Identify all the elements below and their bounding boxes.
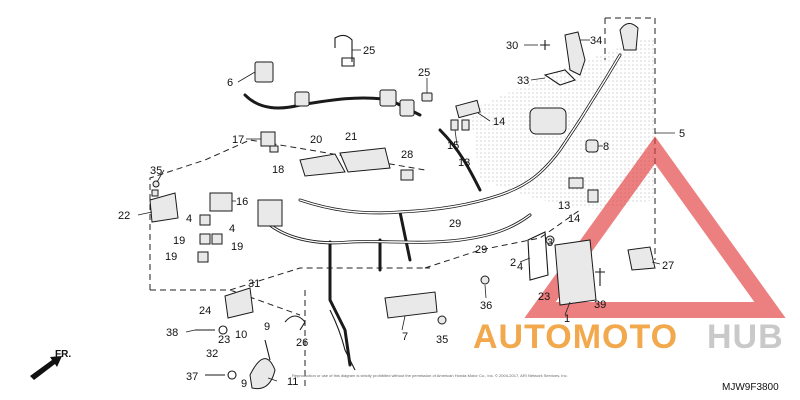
copyright-notice: Reproduction or use of this diagram is s… xyxy=(292,373,568,378)
callout-10[interactable]: 10 xyxy=(235,329,247,341)
callout-18[interactable]: 18 xyxy=(272,164,284,176)
leader-lines xyxy=(137,39,675,382)
callout-25[interactable]: 25 xyxy=(418,67,430,79)
callout-38[interactable]: 38 xyxy=(166,327,178,339)
callout-24[interactable]: 24 xyxy=(199,305,211,317)
watermark-logo: AUTOMOTO HUB xyxy=(473,318,784,356)
callout-4[interactable]: 4 xyxy=(517,261,523,273)
callout-14[interactable]: 14 xyxy=(493,116,505,128)
diagram-code: MJW9F3800 xyxy=(722,382,779,393)
callout-20[interactable]: 20 xyxy=(310,134,322,146)
callout-14[interactable]: 14 xyxy=(568,213,580,225)
callout-35[interactable]: 35 xyxy=(150,165,162,177)
callout-25[interactable]: 25 xyxy=(363,45,375,57)
callout-9[interactable]: 9 xyxy=(264,321,270,333)
callout-6[interactable]: 6 xyxy=(227,77,233,89)
callout-2[interactable]: 2 xyxy=(510,257,516,269)
callout-19[interactable]: 19 xyxy=(173,235,185,247)
watermark-brand-a: AUTOMOTO xyxy=(473,318,678,356)
callout-11[interactable]: 11 xyxy=(287,376,298,388)
callout-13[interactable]: 13 xyxy=(558,200,570,212)
callout-1[interactable]: 1 xyxy=(564,313,570,325)
callout-9[interactable]: 9 xyxy=(241,378,247,390)
callout-29[interactable]: 29 xyxy=(475,244,487,256)
callout-8[interactable]: 8 xyxy=(603,141,609,153)
callout-13[interactable]: 13 xyxy=(458,157,470,169)
callout-23[interactable]: 23 xyxy=(538,291,550,303)
callout-17[interactable]: 17 xyxy=(232,134,244,146)
callout-16[interactable]: 16 xyxy=(236,196,248,208)
front-direction-label: FR. xyxy=(55,349,71,360)
callout-27[interactable]: 27 xyxy=(662,260,674,272)
watermark-brand-b: HUB xyxy=(707,318,784,356)
callout-35[interactable]: 35 xyxy=(436,334,448,346)
callout-34[interactable]: 34 xyxy=(590,35,602,47)
callout-39[interactable]: 39 xyxy=(594,299,606,311)
callout-4[interactable]: 4 xyxy=(229,223,235,235)
callout-23[interactable]: 23 xyxy=(218,334,230,346)
callout-labels: 1 2 3 4 4 4 5 6 7 8 9 9 10 11 13 13 14 1… xyxy=(118,35,685,390)
callout-31[interactable]: 31 xyxy=(248,278,260,290)
callout-26[interactable]: 26 xyxy=(296,337,308,349)
callout-4[interactable]: 4 xyxy=(186,213,192,225)
callout-33[interactable]: 33 xyxy=(517,75,529,87)
main-wire-harness xyxy=(243,53,622,367)
callout-3[interactable]: 3 xyxy=(547,237,553,249)
callout-15[interactable]: 15 xyxy=(447,140,459,152)
callout-22[interactable]: 22 xyxy=(118,210,130,222)
callout-36[interactable]: 36 xyxy=(480,300,492,312)
callout-19[interactable]: 19 xyxy=(231,241,243,253)
callout-37[interactable]: 37 xyxy=(186,371,198,383)
front-direction-arrow: FR. xyxy=(30,349,71,380)
callout-5[interactable]: 5 xyxy=(679,128,685,140)
callout-32[interactable]: 32 xyxy=(206,348,218,360)
callout-29[interactable]: 29 xyxy=(449,218,461,230)
callout-28[interactable]: 28 xyxy=(401,149,413,161)
watermark-triangle xyxy=(524,136,786,318)
callout-7[interactable]: 7 xyxy=(402,331,408,343)
callout-30[interactable]: 30 xyxy=(506,40,518,52)
callout-21[interactable]: 21 xyxy=(345,131,357,143)
callout-19[interactable]: 19 xyxy=(165,251,177,263)
